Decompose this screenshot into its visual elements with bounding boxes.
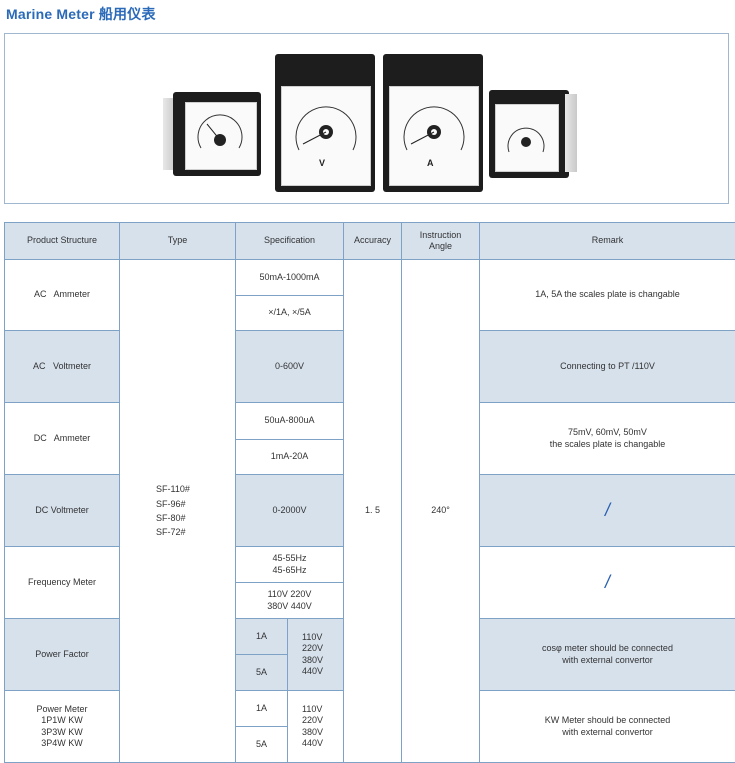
table-row: 5A [5,654,735,691]
header-specification: Specification [235,222,344,260]
table-row: ×/1A, ×/5A [5,295,735,331]
ammeter-image: A [383,54,483,194]
row-name-ac-voltmeter: AC Voltmeter [4,330,120,403]
meter-image-small-right [489,84,579,184]
product-photo: V A [4,33,729,204]
spec-frequency-meter-1: 45-55Hz 45-65Hz [235,546,344,583]
header-remark: Remark [479,222,735,260]
row-name-dc-voltmeter: DC Voltmeter [4,474,120,547]
row-name-power-factor: Power Factor [4,618,120,691]
spec-dc-ammeter-1: 50uA-800uA [235,402,344,440]
table-header-row: Product Structure Type Specification Acc… [4,222,735,260]
row-name-dc-ammeter: DC Ammeter [4,402,120,475]
table-row: Power Meter 1P1W KW 3P3W KW 3P4W KW 1A 1… [4,690,735,763]
table-row: Power Factor 1A 110V 220V 380V 440V cosφ… [4,618,735,691]
power-meter-voltages: 110V 220V 380V 440V [287,690,344,763]
angle-value: 240° [401,259,480,763]
table-row: AC Voltmeter 0-600V Connecting to PT /11… [4,330,735,403]
header-type: Type [119,222,236,260]
header-product-structure: Product Structure [4,222,120,260]
spec-ac-ammeter-2: ×/1A, ×/5A [235,295,344,331]
header-accuracy: Accuracy [343,222,402,260]
power-factor-voltages: 110V 220V 380V 440V [287,618,344,691]
power-factor-current-2: 5A [235,654,288,691]
power-meter-current-2: 5A [235,726,288,763]
specification-table: Product Structure Type Specification Acc… [4,222,735,763]
remark-power-factor: cosφ meter should be connected with exte… [479,618,735,691]
type-values: SF-110# SF-96# SF-80# SF-72# [119,259,236,763]
page-title: Marine Meter 船用仪表 [6,6,156,22]
row-name-power-meter: Power Meter 1P1W KW 3P3W KW 3P4W KW [4,690,120,763]
spec-dc-voltmeter: 0-2000V [235,474,344,547]
voltmeter-unit-label: V [319,158,326,168]
remark-power-meter: KW Meter should be connected with extern… [479,690,735,763]
meter-image-small-left [163,88,263,178]
voltmeter-image: V [275,54,375,194]
row-name-frequency-meter: Frequency Meter [4,546,120,619]
spec-frequency-meter-2: 110V 220V 380V 440V [235,582,344,619]
table-row: 110V 220V 380V 440V [5,582,735,619]
power-factor-current-1: 1A [235,618,288,655]
spec-ac-voltmeter: 0-600V [235,330,344,403]
remark-frequency-meter: / [479,546,735,619]
remark-dc-voltmeter: / [479,474,735,547]
remark-dc-ammeter: 75mV, 60mV, 50mV the scales plate is cha… [479,402,735,475]
row-name-ac-ammeter: AC Ammeter [4,259,120,331]
spec-dc-ammeter-2: 1mA-20A [235,439,344,475]
table-row: 1mA-20A [5,439,735,475]
table-row: 5A [5,726,735,763]
remark-ac-ammeter: 1A, 5A the scales plate is changable [479,259,735,331]
accuracy-value: 1. 5 [343,259,402,763]
power-meter-current-1: 1A [235,690,288,727]
ammeter-unit-label: A [427,158,434,168]
remark-ac-voltmeter: Connecting to PT /110V [479,330,735,403]
table-row: AC Ammeter SF-110# SF-96# SF-80# SF-72# … [4,259,735,763]
table-row: Frequency Meter 45-55Hz 45-65Hz / [4,546,735,619]
table-row: DC Ammeter 50uA-800uA 75mV, 60mV, 50mV t… [4,402,735,475]
spec-ac-ammeter-1: 50mA-1000mA [235,259,344,296]
header-instruction-angle: Instruction Angle [401,222,480,260]
table-row: DC Voltmeter 0-2000V / [4,474,735,547]
